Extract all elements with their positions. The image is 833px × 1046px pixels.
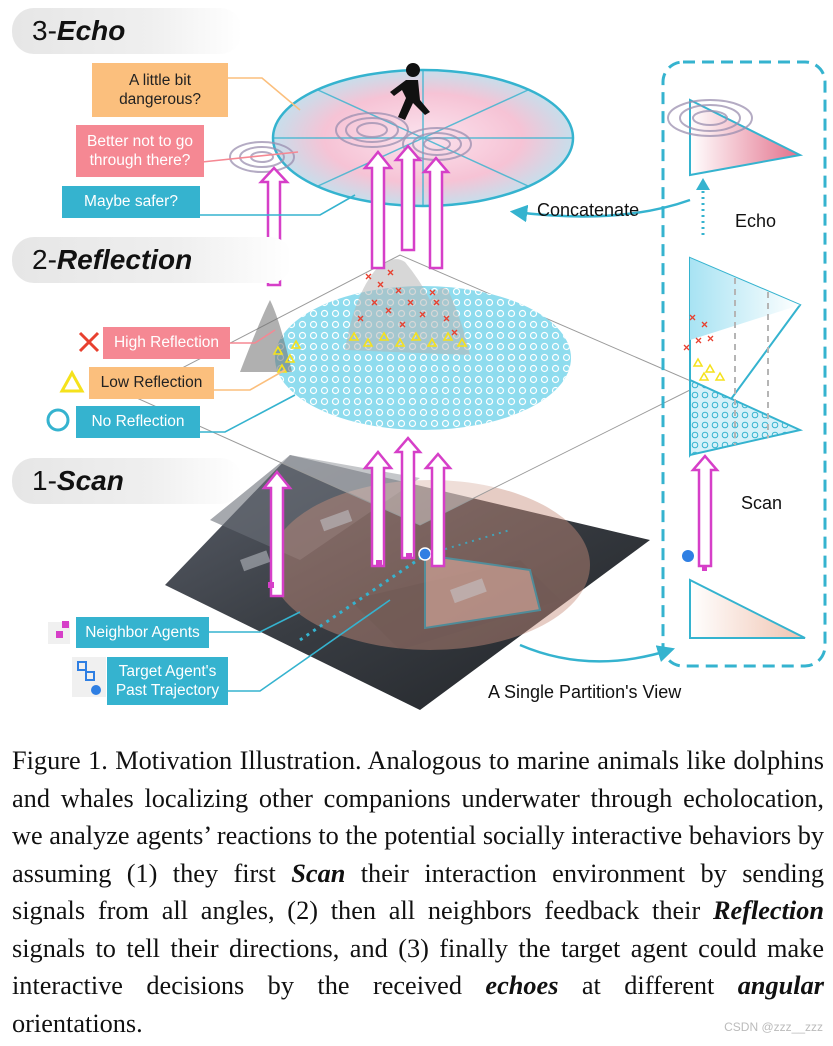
no-reflection-icon: [48, 410, 68, 430]
partition-view-panel: [663, 62, 825, 666]
stage-number: 3-: [32, 15, 57, 46]
echo-label-dangerous: A little bit dangerous?: [92, 63, 228, 117]
low-reflection-icon: [62, 373, 82, 391]
stage-number: 1-: [32, 465, 57, 496]
concatenate-label: Concatenate: [537, 200, 639, 221]
stage-label-reflection: 2-Reflection: [12, 237, 292, 283]
stage-number: 2-: [32, 244, 57, 275]
caption-emph-scan: Scan: [291, 859, 345, 888]
legend-no-reflection: No Reflection: [76, 406, 200, 438]
caption-emph-echoes: echoes: [485, 971, 558, 1000]
legend-high-reflection: High Reflection: [103, 327, 230, 359]
stage-word: Echo: [57, 15, 125, 46]
watermark: CSDN @zzz__zzz: [724, 1020, 823, 1034]
neighbor-agents-icon: [48, 621, 70, 644]
panel-scan-label: Scan: [741, 493, 782, 514]
caption-text: orientations.: [12, 1009, 143, 1038]
legend-neighbor-agents: Neighbor Agents: [76, 617, 209, 648]
target-trajectory-icon: [72, 657, 106, 697]
figure-caption: Figure 1. Motivation Illustration. Analo…: [12, 742, 824, 1042]
legend-low-reflection: Low Reflection: [89, 367, 214, 399]
caption-emph-angular: angular: [738, 971, 824, 1000]
echo-label-better-not: Better not to go through there?: [76, 125, 204, 177]
echo-label-safer: Maybe safer?: [62, 186, 200, 218]
caption-emph-reflection: Reflection: [713, 896, 824, 925]
partition-view-label: A Single Partition's View: [488, 682, 681, 703]
stage-word: Scan: [57, 465, 124, 496]
stage-word: Reflection: [57, 244, 192, 275]
legend-target-trajectory: Target Agent's Past Trajectory: [107, 657, 228, 705]
stage-label-echo: 3-Echo: [12, 8, 242, 54]
stage-label-scan: 1-Scan: [12, 458, 242, 504]
panel-echo-label: Echo: [735, 211, 776, 232]
high-reflection-icon: [80, 333, 98, 351]
caption-text: at different: [558, 971, 737, 1000]
